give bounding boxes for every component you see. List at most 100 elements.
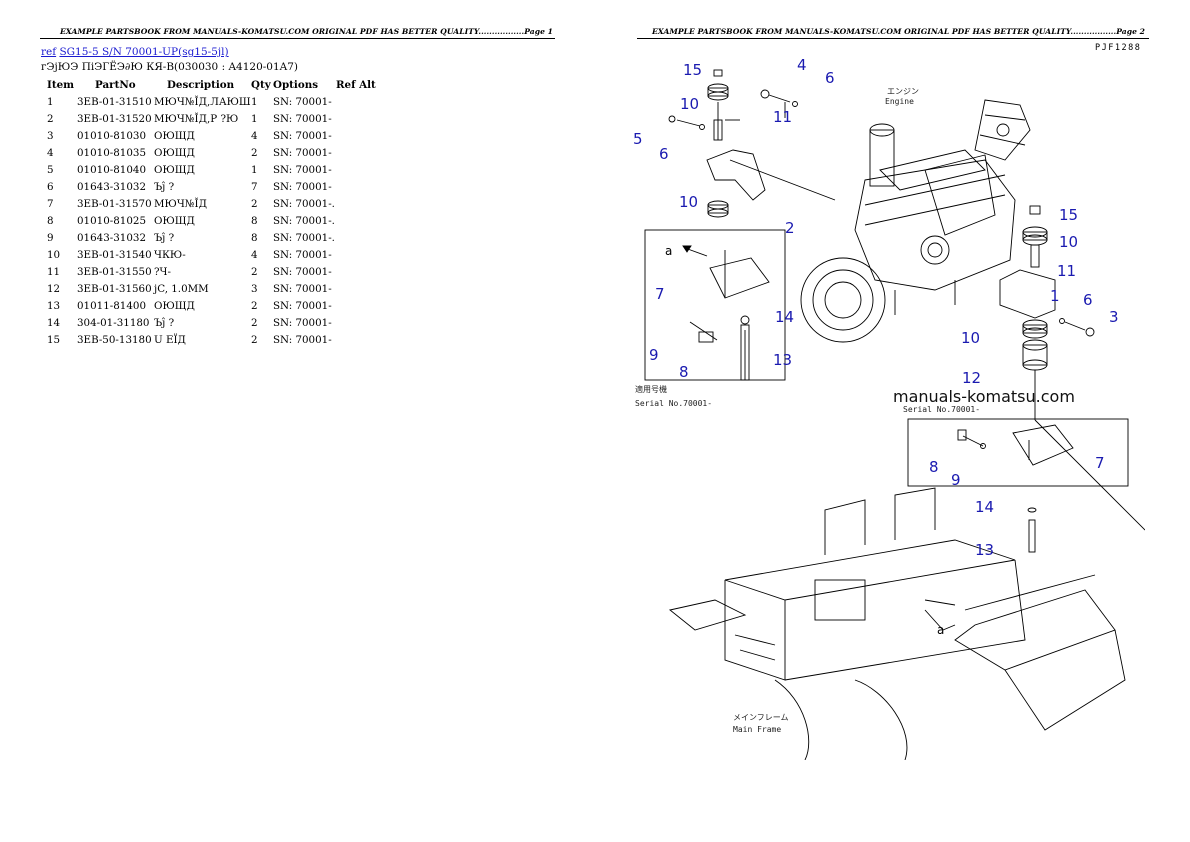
banner-divider <box>637 38 1149 39</box>
detail-letter-frame: a <box>937 623 944 637</box>
cell-partno: 3EB-50-13180 <box>77 333 152 346</box>
column-header-options: Options <box>273 79 318 91</box>
parts-table: Item PartNo Description Qty Options Ref … <box>47 77 386 348</box>
cell-item: 9 <box>47 231 54 244</box>
cell-options: SN: 70001- <box>273 299 332 312</box>
cell-ref-alt <box>336 212 386 229</box>
cell-ref-alt <box>336 280 386 297</box>
cell-partno: 3EB-01-31510 <box>77 95 152 108</box>
cell-description: ОЮЩД <box>154 299 195 312</box>
serial-number-left: Serial No.70001- <box>635 399 712 408</box>
cell-qty: 8 <box>251 231 258 244</box>
column-header-item: Item <box>47 79 75 91</box>
cell-ref-alt <box>336 297 386 314</box>
cell-item: 12 <box>47 282 61 295</box>
cell-partno: 3EB-01-31540 <box>77 248 152 261</box>
serial-number-right: Serial No.70001- <box>903 405 980 414</box>
cell-description: МЮЧ№ĬД,ЛАЮШ <box>154 95 251 108</box>
ref-link[interactable]: ref <box>41 46 57 58</box>
cell-qty: 1 <box>251 95 258 108</box>
cell-description: ОЮЩД <box>154 214 195 227</box>
cell-item: 3 <box>47 129 54 142</box>
svg-text:12: 12 <box>962 369 981 387</box>
cell-qty: 2 <box>251 316 258 329</box>
cell-item: 1 <box>47 95 54 108</box>
svg-text:11: 11 <box>1057 262 1076 280</box>
cell-description: ОЮЩД <box>154 146 195 159</box>
diagram-code: PJF1288 <box>1095 43 1142 53</box>
cell-partno: 01010-81025 <box>77 214 146 227</box>
svg-text:7: 7 <box>1095 454 1105 472</box>
svg-text:1: 1 <box>1050 287 1060 305</box>
svg-text:10: 10 <box>1059 233 1078 251</box>
svg-text:14: 14 <box>975 498 994 516</box>
svg-text:9: 9 <box>951 471 961 489</box>
cell-qty: 2 <box>251 265 258 278</box>
cell-ref-alt <box>336 127 386 144</box>
cell-description: Ъĵ ? <box>154 231 175 244</box>
svg-text:13: 13 <box>773 351 792 369</box>
cell-description: Ъĵ ? <box>154 180 175 193</box>
cell-item: 5 <box>47 163 54 176</box>
cell-options: SN: 70001- <box>273 248 332 261</box>
cell-ref-alt <box>336 110 386 127</box>
right-mount <box>999 205 1145 531</box>
cell-ref-alt <box>336 229 386 246</box>
cell-qty: 3 <box>251 282 258 295</box>
banner-divider <box>40 38 555 39</box>
svg-text:15: 15 <box>683 61 702 79</box>
cell-ref-alt <box>336 178 386 195</box>
cell-options: SN: 70001- <box>273 265 332 278</box>
cell-partno: 3EB-01-31570 <box>77 197 152 210</box>
cell-description: ОЮЩД <box>154 129 195 142</box>
cell-ref-alt <box>336 161 386 178</box>
cell-qty: 7 <box>251 180 258 193</box>
cell-qty: 1 <box>251 112 258 125</box>
engine-label-jp: エンジン <box>887 87 919 96</box>
model-link[interactable]: SG15-5 S/N 70001-UP(sg15-5jl) <box>59 46 229 58</box>
cell-partno: 01010-81035 <box>77 146 146 159</box>
cell-options: SN: 70001-. <box>273 214 335 227</box>
svg-text:10: 10 <box>961 329 980 347</box>
svg-text:6: 6 <box>1083 291 1093 309</box>
svg-text:9: 9 <box>649 346 659 364</box>
svg-text:7: 7 <box>655 285 665 303</box>
svg-text:13: 13 <box>975 541 994 559</box>
svg-text:6: 6 <box>659 145 669 163</box>
page-banner: EXAMPLE PARTSBOOK FROM MANUALS-KOMATSU.C… <box>59 27 553 36</box>
cell-item: 4 <box>47 146 54 159</box>
cell-ref-alt <box>336 144 386 161</box>
cell-description: МЮЧ№ĬД,Р ?Ю <box>154 112 239 125</box>
cell-options: SN: 70001- <box>273 316 332 329</box>
cell-qty: 8 <box>251 214 258 227</box>
cell-ref-alt <box>336 314 386 331</box>
cell-item: 6 <box>47 180 54 193</box>
cell-options: SN: 70001- <box>273 95 332 108</box>
cell-options: SN: 70001- <box>273 129 332 142</box>
cell-item: 14 <box>47 316 61 329</box>
column-header-partno: PartNo <box>95 79 136 91</box>
cell-partno: 3EB-01-31520 <box>77 112 152 125</box>
section-title: гЭjЮЭ ПiЭГЁЭ∂Ю КЯ-В(030030 : A4120-01A7) <box>41 61 299 73</box>
cell-description: Ъĵ ? <box>154 316 175 329</box>
svg-text:14: 14 <box>775 308 794 326</box>
cell-item: 13 <box>47 299 61 312</box>
cell-ref-alt <box>336 263 386 280</box>
column-header-description: Description <box>167 79 235 91</box>
cell-item: 2 <box>47 112 54 125</box>
cell-partno: 3EB-01-31560 <box>77 282 152 295</box>
cell-partno: 01011-81400 <box>77 299 146 312</box>
cell-ref-alt <box>336 331 386 348</box>
cell-qty: 4 <box>251 129 258 142</box>
cell-description: МЮЧ№ĬД <box>154 197 207 210</box>
cell-options: SN: 70001- <box>273 163 332 176</box>
svg-text:3: 3 <box>1109 308 1119 326</box>
